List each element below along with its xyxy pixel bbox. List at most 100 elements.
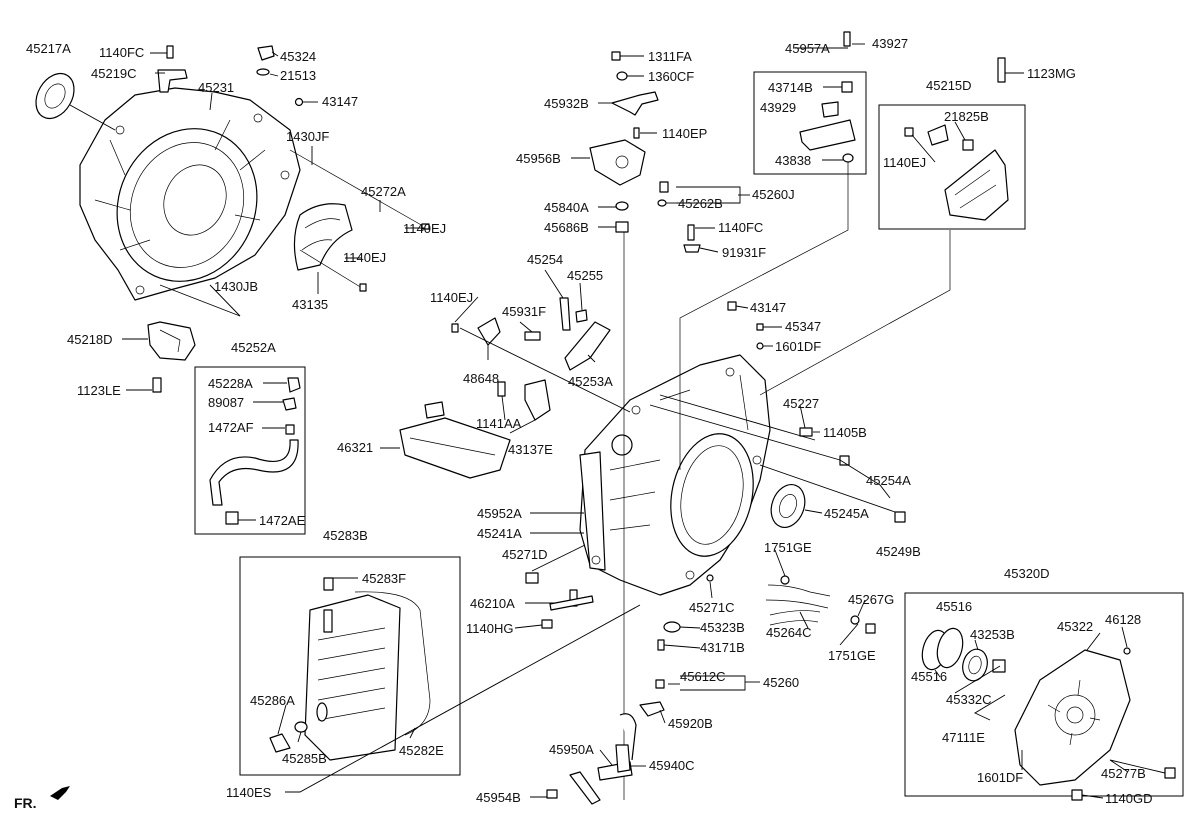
label-89087: 89087 — [208, 395, 244, 410]
label-1140EJ-a: 1140EJ — [403, 221, 446, 236]
label-45277B: 45277B — [1101, 766, 1146, 781]
label-1430JF: 1430JF — [286, 129, 329, 144]
label-43714B: 43714B — [768, 80, 813, 95]
label-11405B: 11405B — [823, 425, 867, 440]
label-45686B: 45686B — [544, 220, 589, 235]
label-45215D: 45215D — [926, 78, 972, 93]
label-45940C: 45940C — [649, 758, 695, 773]
label-45282E: 45282E — [399, 743, 444, 758]
label-45219C: 45219C — [91, 66, 137, 81]
label-43137E: 43137E — [508, 442, 553, 457]
label-1751GE-a: 1751GE — [764, 540, 812, 555]
label-45283B: 45283B — [323, 528, 368, 543]
label-45217A: 45217A — [26, 41, 71, 56]
transaxle-case — [525, 354, 906, 596]
label-45954B: 45954B — [476, 790, 521, 805]
box-45215D — [878, 104, 1026, 230]
label-1472AF: 1472AF — [208, 420, 254, 435]
label-45332C: 45332C — [946, 692, 992, 707]
label-45218D: 45218D — [67, 332, 113, 347]
label-45920B: 45920B — [668, 716, 713, 731]
label-45252A: 45252A — [231, 340, 276, 355]
label-45241A: 45241A — [477, 526, 522, 541]
label-45323B: 45323B — [700, 620, 745, 635]
converter-housing — [35, 45, 431, 393]
front-direction-arrow: FR. — [14, 786, 70, 811]
label-21825B: 21825B — [944, 109, 989, 124]
box-45957A — [753, 71, 867, 175]
label-43838: 43838 — [775, 153, 811, 168]
label-1140HG: 1140HG — [466, 621, 513, 636]
label-1472AE: 1472AE — [259, 513, 306, 528]
label-45249B: 45249B — [876, 544, 921, 559]
label-45840A: 45840A — [544, 200, 589, 215]
label-46128: 46128 — [1105, 612, 1141, 627]
label-45271C: 45271C — [689, 600, 735, 615]
label-45286A: 45286A — [250, 693, 295, 708]
label-43135: 43135 — [292, 297, 328, 312]
label-1140GD: 1140GD — [1105, 791, 1152, 806]
label-1360CF: 1360CF — [648, 69, 694, 84]
label-45227: 45227 — [783, 396, 819, 411]
label-1601DF-b: 1601DF — [977, 770, 1023, 785]
shift-linkage — [451, 51, 659, 800]
label-1141AA: 1141AA — [476, 416, 522, 431]
label-45231: 45231 — [198, 80, 234, 95]
part-labels: 45217A 1140FC 45219C 45324 21513 45231 4… — [26, 36, 1152, 806]
label-46321: 46321 — [337, 440, 373, 455]
label-48648: 48648 — [463, 371, 499, 386]
box-45320D — [904, 592, 1184, 797]
oil-strainer — [399, 401, 511, 479]
leader-lines — [69, 43, 1166, 799]
label-43147-b: 43147 — [750, 300, 786, 315]
breather-hose — [209, 377, 301, 525]
label-45324: 45324 — [280, 49, 316, 64]
label-1140FC-b: 1140FC — [718, 220, 763, 235]
label-45322: 45322 — [1057, 619, 1093, 634]
label-46210A: 46210A — [470, 596, 515, 611]
label-45228A: 45228A — [208, 376, 253, 391]
label-43253B: 43253B — [970, 627, 1015, 642]
front-arrow-icon — [50, 786, 70, 800]
label-45285B: 45285B — [282, 751, 327, 766]
label-45260: 45260 — [763, 675, 799, 690]
label-1311FA: 1311FA — [648, 49, 692, 64]
label-45264C: 45264C — [766, 625, 812, 640]
label-45254A: 45254A — [866, 473, 911, 488]
label-45267G: 45267G — [848, 592, 894, 607]
label-1140FC-a: 1140FC — [99, 45, 144, 60]
label-1140EJ-c: 1140EJ — [430, 290, 473, 305]
label-45950A: 45950A — [549, 742, 594, 757]
label-45253A: 45253A — [568, 374, 613, 389]
label-1601DF-a: 1601DF — [775, 339, 821, 354]
label-43147-a: 43147 — [322, 94, 358, 109]
oil-pan — [269, 577, 431, 761]
group-boxes — [194, 71, 1184, 797]
label-1140ES: 1140ES — [226, 785, 272, 800]
cooler-tubes — [765, 575, 876, 634]
box-45283B — [239, 556, 461, 776]
label-91931F: 91931F — [722, 245, 766, 260]
label-1430JB: 1430JB — [214, 279, 258, 294]
label-45956B: 45956B — [516, 151, 561, 166]
label-45932B: 45932B — [544, 96, 589, 111]
label-45612C: 45612C — [680, 669, 726, 684]
label-45957A: 45957A — [785, 41, 830, 56]
label-45952A: 45952A — [477, 506, 522, 521]
label-45271D: 45271D — [502, 547, 548, 562]
label-43929: 43929 — [760, 100, 796, 115]
label-45255: 45255 — [567, 268, 603, 283]
inhibitor-switch-group — [679, 31, 856, 470]
label-1123MG: 1123MG — [1027, 66, 1076, 81]
label-45320D: 45320D — [1004, 566, 1050, 581]
label-1140EJ-b: 1140EJ — [343, 250, 386, 265]
label-47111E: 47111E — [942, 730, 985, 745]
front-label: FR. — [14, 795, 37, 811]
label-45931F: 45931F — [502, 304, 546, 319]
label-1140EP: 1140EP — [662, 126, 707, 141]
side-cover — [921, 627, 1176, 801]
box-45252A — [194, 366, 306, 535]
label-45262B: 45262B — [678, 196, 723, 211]
label-45254: 45254 — [527, 252, 563, 267]
label-45516-a: 45516 — [936, 599, 972, 614]
